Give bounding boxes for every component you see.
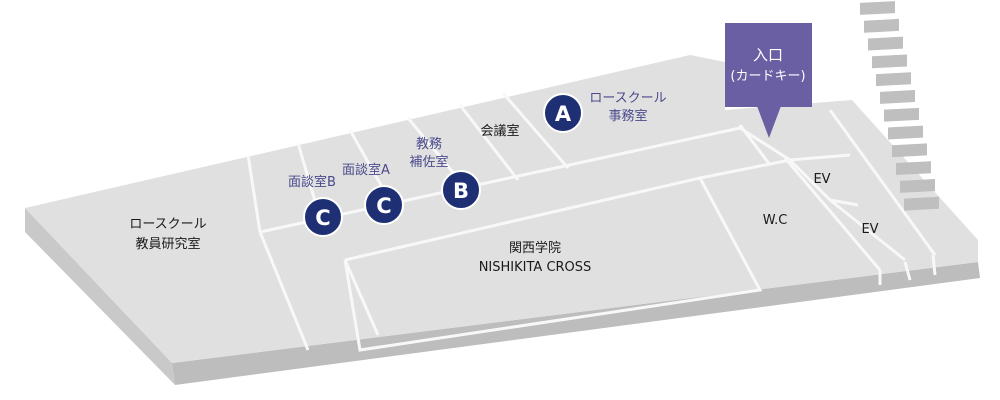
entrance-subtitle: (カードキー) xyxy=(730,69,805,84)
room-meeting-a: 面談室A xyxy=(342,162,390,178)
room-hall-line2: NISHIKITA CROSS xyxy=(479,260,592,275)
floor-side-bottom xyxy=(172,262,980,385)
divider-conf xyxy=(458,104,520,181)
badge-c-meeting-a-label: C xyxy=(376,194,391,218)
room-conference: 会議室 xyxy=(480,123,519,139)
room-hall-line1: 関西学院 xyxy=(509,240,561,256)
badge-a-label: A xyxy=(555,102,572,126)
badge-c-meeting-b[interactable]: C xyxy=(303,197,343,237)
badge-a[interactable]: A xyxy=(543,93,583,133)
entrance-marker[interactable]: 入口 (カードキー) xyxy=(725,23,812,138)
entry-wall xyxy=(738,124,772,166)
room-meeting-b: 面談室B xyxy=(288,174,336,190)
entrance-pointer xyxy=(757,106,781,138)
hall-wall xyxy=(343,176,763,352)
badge-c-meeting-a[interactable]: C xyxy=(364,185,404,225)
room-ev-1: EV xyxy=(813,172,830,187)
room-ev-2: EV xyxy=(861,222,878,237)
entrance-box xyxy=(725,23,812,107)
corridor-wall xyxy=(259,126,851,234)
room-assist-line1: 教務 xyxy=(416,136,442,152)
staircase xyxy=(860,1,939,211)
entrance-title: 入口 xyxy=(753,46,783,64)
divider-office xyxy=(501,92,570,169)
ev-right xyxy=(828,109,937,256)
floor-side-front xyxy=(25,208,175,385)
room-law-office-line2: 事務室 xyxy=(608,108,647,124)
divider-faculty xyxy=(246,154,262,233)
floor-top xyxy=(25,55,978,363)
badge-b-label: B xyxy=(453,179,469,203)
wc-wall xyxy=(699,158,859,207)
room-law-office-line1: ロースクール xyxy=(589,91,666,106)
room-faculty-line2: 教員研究室 xyxy=(135,236,200,252)
badge-c-meeting-b-label: C xyxy=(315,206,330,230)
ev-divider xyxy=(829,198,906,262)
ev-bottom-2 xyxy=(903,261,912,281)
ev-bottom-3 xyxy=(931,254,937,276)
divider-lower-2 xyxy=(343,259,380,336)
divider-lower-1 xyxy=(258,231,310,351)
room-faculty-line1: ロースクール xyxy=(129,217,206,232)
wc-ev-divider xyxy=(783,157,882,271)
badge-b[interactable]: B xyxy=(441,170,481,210)
room-wc: W.C xyxy=(763,213,788,228)
room-walls xyxy=(246,92,937,352)
room-assist-line2: 補佐室 xyxy=(409,154,448,170)
